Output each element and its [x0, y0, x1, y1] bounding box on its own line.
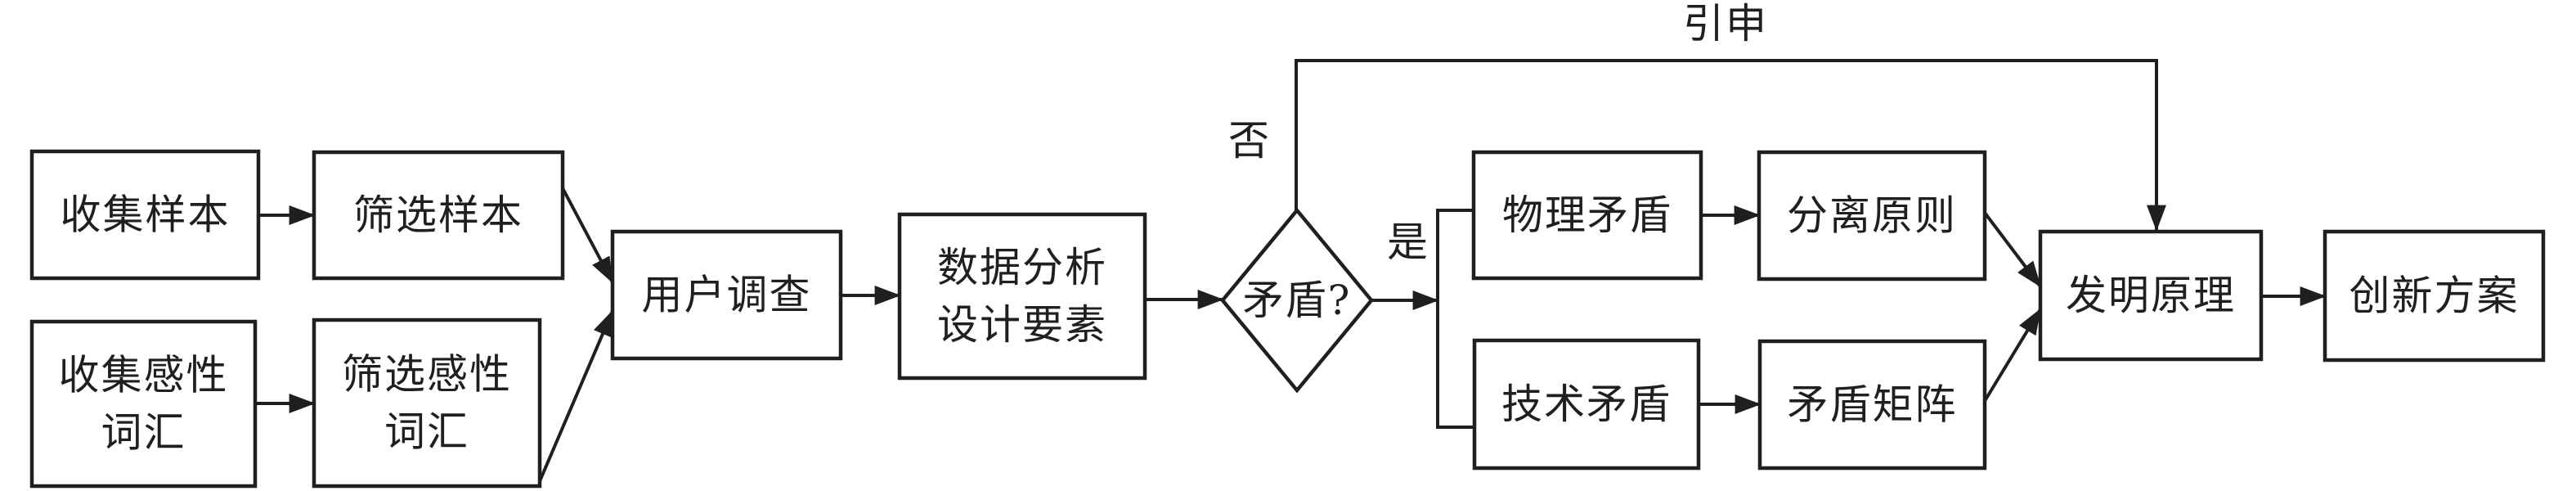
edge-decision-no-feedback [1295, 59, 2166, 232]
node-data-analysis-elements: 数据分析设计要素 [897, 212, 1147, 381]
node-innovation-solution: 创新方案 [2322, 229, 2546, 363]
node-data-analysis-elements-label: 数据分析设计要素 [937, 244, 1107, 349]
node-user-survey: 用户调查 [610, 229, 843, 361]
node-separation-principle-label: 分离原则 [1787, 192, 1957, 240]
edge-contradiction-bracket [1436, 209, 1474, 429]
node-innovation-solution-shape [2322, 229, 2546, 363]
node-filter-kansei-words-label: 筛选感性词汇 [342, 351, 512, 456]
node-contradiction-matrix: 矛盾矩阵 [1757, 339, 1987, 471]
node-collect-samples-shape [29, 149, 261, 281]
node-contradiction-decision: 矛盾? [1220, 207, 1374, 394]
node-technical-contradiction: 技术矛盾 [1472, 338, 1701, 471]
node-collect-kansei-words-label: 收集感性词汇 [59, 352, 229, 457]
node-filter-kansei-words: 筛选感性词汇 [312, 318, 542, 489]
node-technical-contradiction-shape [1472, 338, 1701, 471]
node-physical-contradiction: 物理矛盾 [1471, 150, 1703, 281]
node-innovation-solution-label: 创新方案 [2349, 273, 2520, 320]
node-collect-kansei-words: 收集感性词汇 [29, 319, 258, 489]
label-extension-label: 引申 [1683, 0, 1768, 47]
edge-separation-to-invention [1983, 211, 2042, 288]
node-technical-contradiction-label: 技术矛盾 [1501, 381, 1672, 428]
edge-matrix-to-invention [1983, 308, 2042, 403]
node-invention-principle-shape [2038, 229, 2264, 362]
node-collect-kansei-words-shape [29, 319, 258, 489]
node-user-survey-shape [610, 229, 843, 361]
node-physical-contradiction-label: 物理矛盾 [1502, 191, 1672, 239]
node-data-analysis-elements-shape [897, 212, 1147, 381]
label-no-label: 否 [1228, 117, 1271, 164]
node-filter-samples-shape [312, 150, 565, 281]
node-contradiction-decision-shape [1220, 207, 1374, 394]
node-separation-principle: 分离原则 [1757, 150, 1987, 282]
node-collect-samples: 收集样本 [29, 149, 261, 281]
edge-filter-words-to-survey [538, 309, 614, 482]
node-filter-samples-label: 筛选样本 [353, 191, 523, 239]
node-invention-principle-label: 发明原理 [2066, 272, 2236, 319]
node-contradiction-decision-label: 矛盾? [1243, 277, 1352, 324]
node-invention-principle: 发明原理 [2038, 229, 2264, 362]
edge-filter-samples-to-survey [561, 187, 614, 284]
label-yes-label: 是 [1387, 218, 1429, 266]
node-separation-principle-shape [1757, 150, 1987, 282]
node-filter-samples: 筛选样本 [312, 150, 565, 281]
node-collect-samples-label: 收集样本 [61, 191, 231, 239]
node-user-survey-label: 用户调查 [642, 272, 812, 319]
node-contradiction-matrix-shape [1757, 339, 1987, 471]
node-physical-contradiction-shape [1471, 150, 1703, 281]
node-filter-kansei-words-shape [312, 318, 542, 489]
node-contradiction-matrix-label: 矛盾矩阵 [1788, 381, 1958, 429]
